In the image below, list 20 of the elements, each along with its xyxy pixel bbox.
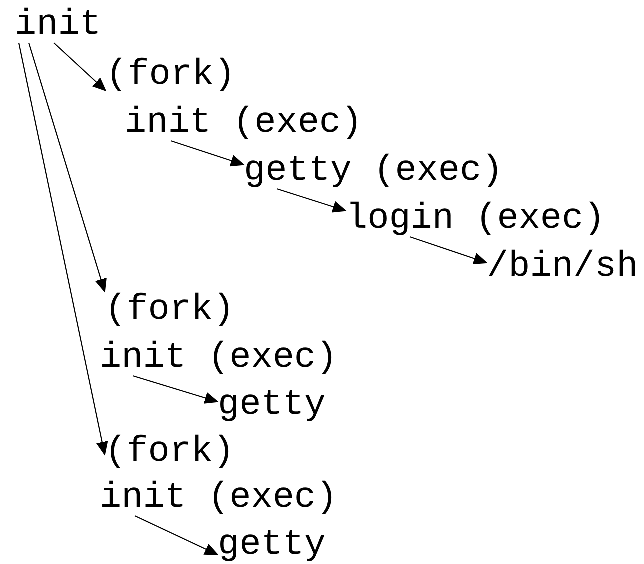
process-label: (fork): [105, 434, 235, 470]
process-label: init (exec): [100, 480, 338, 516]
arrow: [132, 375, 219, 404]
process-label: /bin/sh: [487, 249, 638, 285]
process-label: getty: [218, 387, 326, 423]
arrow: [410, 236, 488, 265]
arrow: [54, 42, 107, 92]
process-label: init: [15, 7, 102, 43]
process-label: login (exec): [346, 201, 606, 237]
arrow: [276, 188, 347, 213]
arrow: [170, 140, 245, 167]
process-label: init (exec): [125, 105, 363, 141]
process-label: (fork): [105, 292, 235, 328]
process-label: (fork): [106, 57, 236, 93]
process-label: getty (exec): [244, 153, 504, 189]
arrow: [134, 516, 219, 556]
arrow: [28, 42, 107, 293]
process-label: getty: [218, 527, 326, 563]
process-label: init (exec): [100, 340, 338, 376]
arrow: [18, 42, 108, 456]
